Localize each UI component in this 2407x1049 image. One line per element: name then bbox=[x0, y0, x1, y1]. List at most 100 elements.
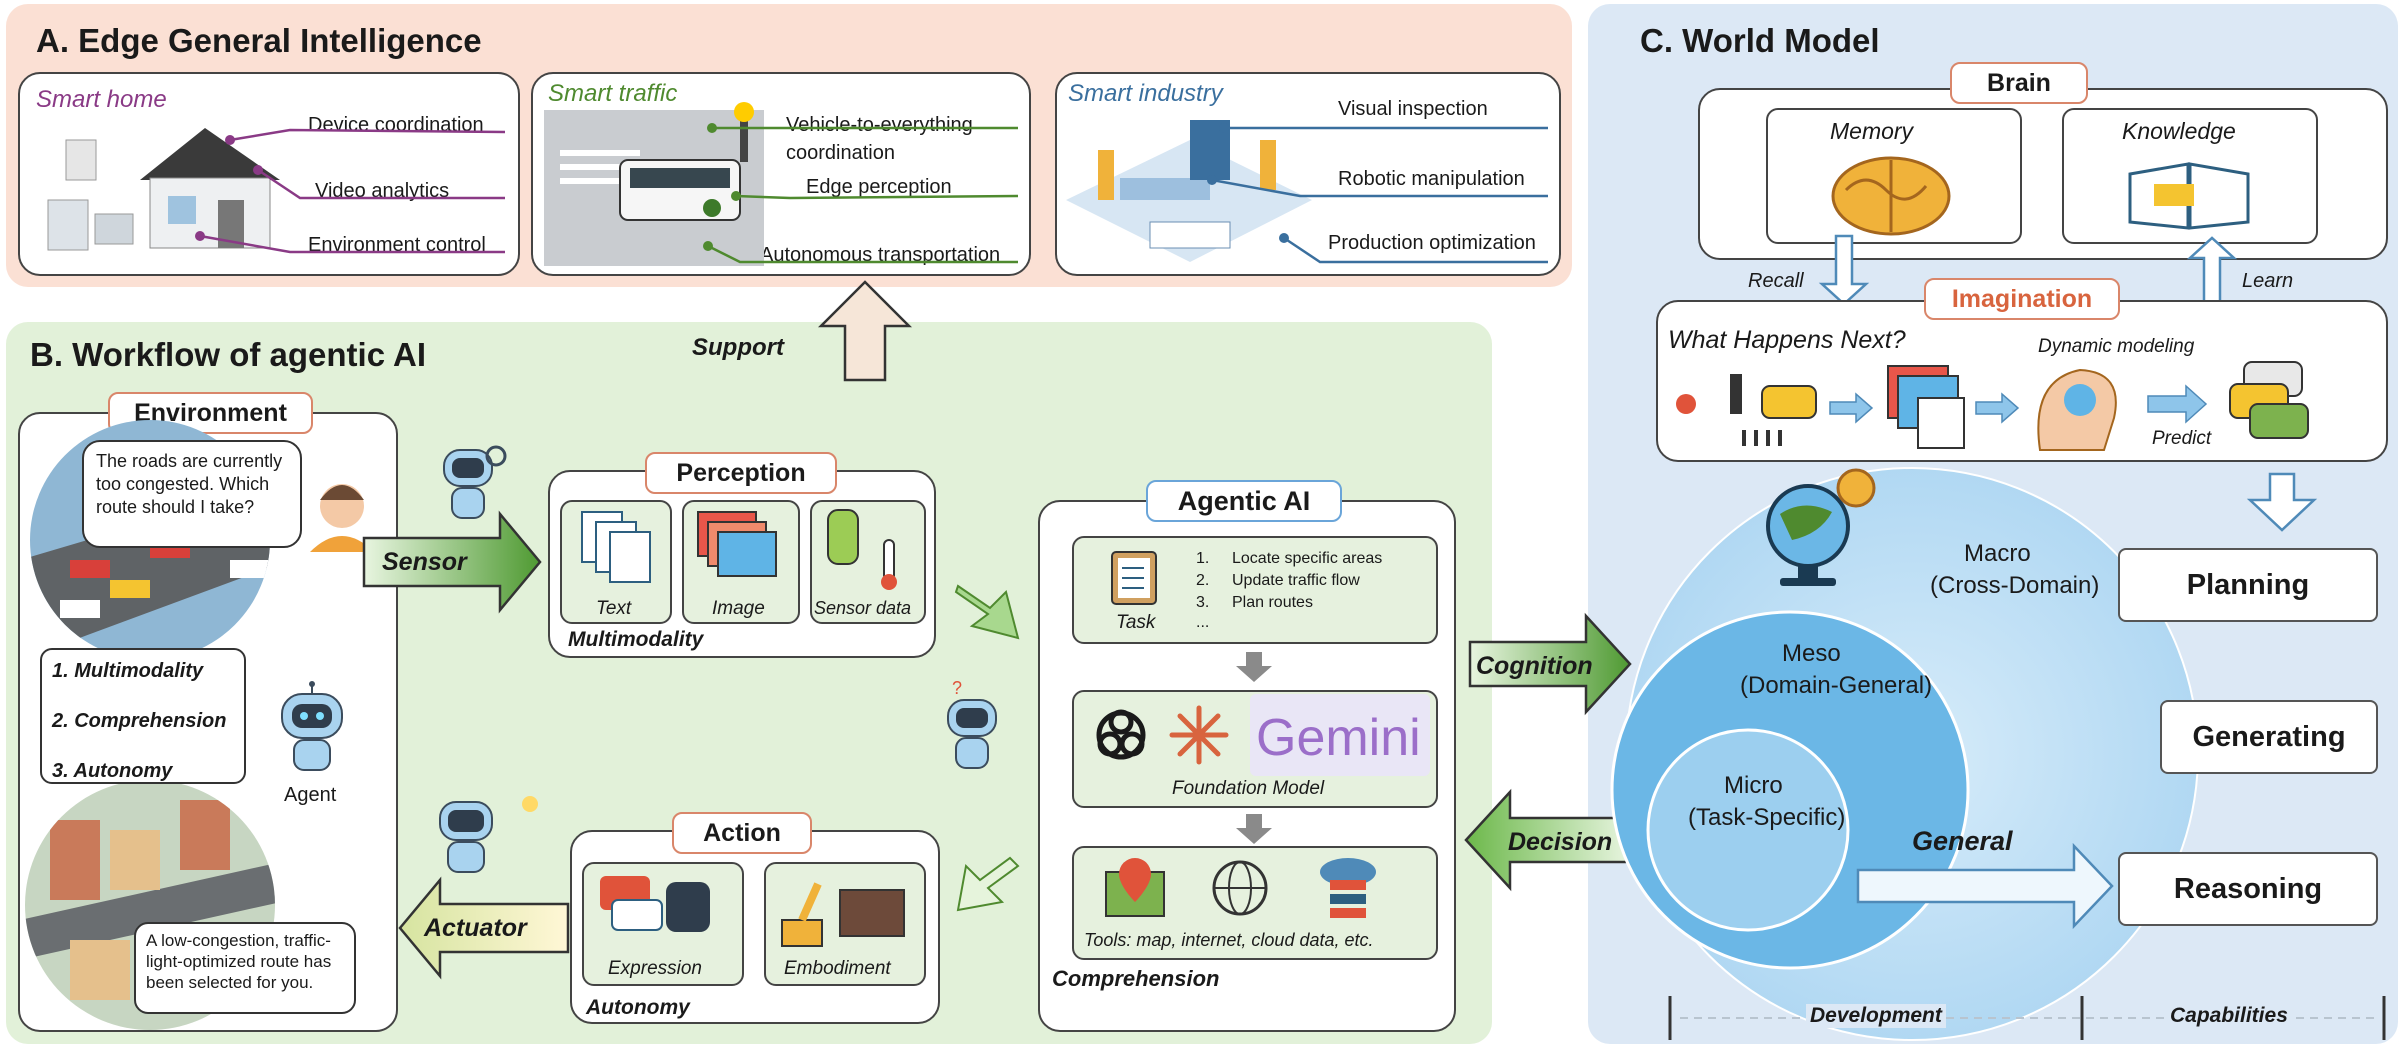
text-label: Text bbox=[596, 598, 632, 619]
perception-to-agentic-arrow bbox=[954, 584, 1020, 640]
knowledge-label: Knowledge bbox=[2122, 118, 2236, 144]
brain-icon bbox=[1831, 156, 1951, 236]
micro-circle bbox=[1646, 728, 1850, 932]
general-label: General bbox=[1912, 826, 2013, 856]
sensor-arrow bbox=[362, 510, 542, 614]
smart-traffic-illustration bbox=[544, 102, 764, 266]
traffic-jam-icon bbox=[2229, 361, 2309, 439]
smart-home-item: Environment control bbox=[308, 234, 486, 256]
dynamic-modeling-label: Dynamic modeling bbox=[2038, 336, 2195, 357]
gemini-logo-text: Gemini bbox=[1256, 709, 1421, 767]
smart-industry-title: Smart industry bbox=[1068, 80, 1223, 107]
task-label: Task bbox=[1116, 612, 1156, 633]
gemini-logo-box bbox=[1250, 694, 1430, 776]
planning-capability: Planning bbox=[2118, 548, 2378, 622]
support-label: Support bbox=[692, 334, 784, 361]
cognition-arrow bbox=[1468, 612, 1632, 716]
decision-label: Decision bbox=[1508, 828, 1613, 856]
learn-label: Learn bbox=[2242, 270, 2294, 292]
task-step-number: 2. bbox=[1196, 572, 1210, 589]
feature-list-box bbox=[40, 648, 246, 784]
agentic-to-action-arrow bbox=[956, 856, 1020, 912]
smart-traffic-item: Edge perception bbox=[806, 176, 952, 198]
agent-answer-bubble: A low-congestion, traffic-light-optimize… bbox=[134, 922, 356, 1014]
text-docs-icon bbox=[581, 511, 651, 583]
foundation-model-label: Foundation Model bbox=[1172, 778, 1325, 799]
cognition-label: Cognition bbox=[1476, 652, 1593, 680]
panel-a-title: A. Edge General Intelligence bbox=[36, 22, 482, 59]
arrow-right-icon bbox=[2147, 384, 2208, 424]
decision-arrow bbox=[1464, 788, 1632, 892]
robot-search-icon bbox=[443, 445, 507, 519]
svg-text:?: ? bbox=[952, 680, 962, 698]
task-step-number: 1. bbox=[1196, 550, 1210, 567]
down-arrow-icon bbox=[1236, 652, 1272, 682]
brain-tag: Brain bbox=[1950, 62, 2088, 104]
imagination-question: What Happens Next? bbox=[1668, 326, 1906, 354]
feature-item: 3. Autonomy bbox=[52, 760, 173, 782]
smart-industry-item: Robotic manipulation bbox=[1338, 168, 1525, 190]
agent-label: Agent bbox=[284, 784, 337, 806]
smart-traffic-title: Smart traffic bbox=[548, 80, 678, 107]
recall-arrow bbox=[1818, 234, 1870, 306]
smart-traffic-item: Vehicle-to-everything bbox=[786, 114, 973, 136]
memory-label: Memory bbox=[1830, 118, 1914, 144]
agent-answer-text: A low-congestion, traffic-light-optimize… bbox=[146, 931, 332, 992]
imagination-tag: Imagination bbox=[1924, 278, 2120, 320]
robot-question-icon: ? bbox=[947, 680, 997, 769]
meso-sublabel: (Domain-General) bbox=[1740, 672, 1933, 699]
feature-item: 2. Comprehension bbox=[52, 710, 227, 732]
user-query-text: The roads are currently too congested. W… bbox=[96, 451, 283, 517]
action-tag: Action bbox=[672, 812, 812, 854]
arrow-right-icon bbox=[1829, 392, 1874, 424]
smart-traffic-item: Autonomous transportation bbox=[760, 244, 1001, 266]
predict-label: Predict bbox=[2152, 428, 2212, 449]
perception-tag: Perception bbox=[645, 452, 837, 494]
comprehension-caption: Comprehension bbox=[1052, 966, 1220, 991]
learn-arrow bbox=[2186, 236, 2238, 308]
user-query-bubble: The roads are currently too congested. W… bbox=[82, 440, 302, 548]
smart-industry-item: Visual inspection bbox=[1338, 98, 1488, 120]
autonomy-caption: Autonomy bbox=[586, 996, 690, 1019]
claude-logo-icon bbox=[1169, 705, 1229, 765]
image-stack-icon bbox=[697, 511, 777, 577]
tools-label: Tools: map, internet, cloud data, etc. bbox=[1084, 930, 1374, 950]
embodiment-label: Embodiment bbox=[784, 958, 891, 979]
robot-idea-icon bbox=[439, 796, 538, 873]
capabilities-label: Capabilities bbox=[2166, 1004, 2292, 1028]
imagination-to-planning-arrow bbox=[2246, 472, 2318, 532]
smart-traffic-item: coordination bbox=[786, 142, 895, 164]
task-step-number: 3. bbox=[1196, 594, 1210, 611]
recall-label: Recall bbox=[1748, 270, 1804, 292]
task-step-text: Locate specific areas bbox=[1232, 550, 1383, 567]
agentic-ai-tag: Agentic AI bbox=[1146, 480, 1342, 522]
smart-home-item: Video analytics bbox=[315, 180, 450, 202]
thinking-head-icon bbox=[2037, 368, 2117, 451]
image-label: Image bbox=[712, 598, 765, 619]
task-step-text: Plan routes bbox=[1232, 594, 1313, 611]
support-arrow bbox=[817, 280, 913, 382]
development-label: Development bbox=[1806, 1004, 1946, 1028]
openai-logo-icon bbox=[1096, 709, 1146, 760]
sensor-car-icon bbox=[827, 509, 897, 590]
smart-industry-illustration bbox=[1066, 120, 1312, 262]
down-arrow-icon bbox=[1236, 814, 1272, 844]
chat-bubbles-icon bbox=[600, 876, 710, 932]
task-step-text: Update traffic flow bbox=[1232, 572, 1360, 589]
sensor-data-label: Sensor data bbox=[814, 598, 912, 618]
macro-label: Macro bbox=[1964, 540, 2031, 567]
expression-label: Expression bbox=[608, 958, 702, 979]
smart-home-illustration bbox=[47, 128, 280, 251]
cloud-database-icon bbox=[1320, 858, 1376, 918]
book-icon bbox=[2128, 162, 2250, 230]
